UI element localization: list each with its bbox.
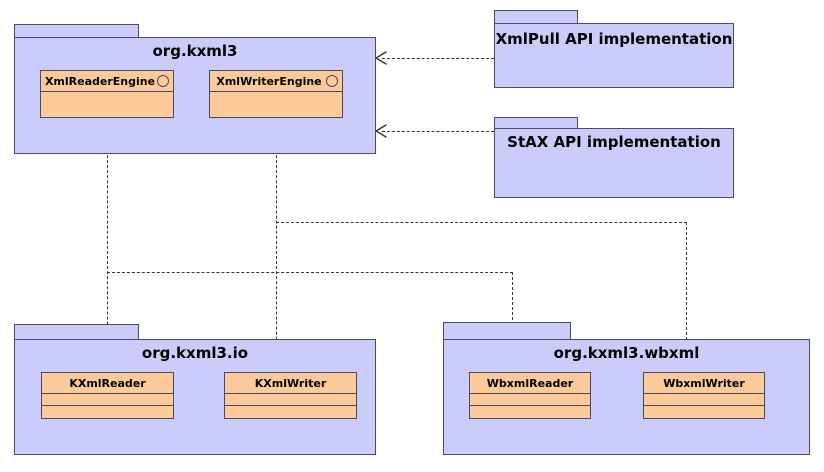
interface-circle-icon [326,75,338,87]
package-org-kxml3-wbxml[interactable]: org.kxml3.wbxml WbxmlReader WbxmlWriter [443,322,810,455]
package-title-org-kxml3-io: org.kxml3.io [141,344,249,362]
class-operations-wbxmlreader [470,406,590,420]
class-wbxmlwriter[interactable]: WbxmlWriter [643,372,765,419]
package-org-kxml3-io[interactable]: org.kxml3.io KXmlReader KXmlWriter [14,324,376,455]
class-xmlwriterengine[interactable]: XmlWriterEngine [209,70,343,118]
class-kxmlreader[interactable]: KXmlReader [41,372,174,419]
class-attributes-kxmlwriter [225,394,356,406]
package-title-org-kxml3: org.kxml3 [152,42,238,60]
class-operations-kxmlwriter [225,406,356,420]
package-xmlpull-api[interactable]: XmlPull API implementation [494,10,734,88]
connector-wbxmlwriter-vertical [686,222,687,380]
class-name-kxmlreader: KXmlReader [42,373,173,394]
class-operations-xmlreaderengine [41,92,173,118]
interface-circle-icon [157,75,169,87]
connector-wbxmlwriter-horizontal [276,222,687,223]
package-org-kxml3[interactable]: org.kxml3 XmlReaderEngine XmlWriterEngin… [14,24,376,154]
package-title-org-kxml3-wbxml: org.kxml3.wbxml [553,344,700,362]
class-name-xmlreaderengine: XmlReaderEngine [41,71,173,92]
package-body-stax-api [494,128,734,198]
class-wbxmlreader[interactable]: WbxmlReader [469,372,591,419]
class-name-wbxmlwriter: WbxmlWriter [644,373,764,394]
package-tab-org-kxml3-io [14,324,139,340]
connector-xmlpull-to-core [382,58,494,59]
package-tab-org-kxml3-wbxml [443,322,571,340]
package-title-stax-api: StAX API implementation [507,133,721,151]
connector-stax-to-core [382,131,494,132]
class-name-kxmlwriter: KXmlWriter [225,373,356,394]
class-operations-wbxmlwriter [644,406,764,420]
connector-kxmlreader-to-readerengine [107,140,108,380]
package-title-xmlpull-api: XmlPull API implementation [495,30,733,48]
class-operations-kxmlreader [42,406,173,420]
package-body-xmlpull-api [494,23,734,88]
class-attributes-kxmlreader [42,394,173,406]
class-operations-xmlwriterengine [210,92,342,118]
class-xmlreaderengine[interactable]: XmlReaderEngine [40,70,174,118]
package-stax-api[interactable]: StAX API implementation [494,117,734,198]
connector-kxmlwriter-to-writerengine [276,140,277,380]
connector-wbxmlreader-horizontal [107,272,513,273]
class-attributes-wbxmlreader [470,394,590,406]
class-kxmlwriter[interactable]: KXmlWriter [224,372,357,419]
class-name-wbxmlreader: WbxmlReader [470,373,590,394]
class-name-xmlwriterengine: XmlWriterEngine [210,71,342,92]
package-tab-org-kxml3 [14,24,139,38]
class-attributes-wbxmlwriter [644,394,764,406]
package-tab-xmlpull-api [494,10,578,24]
